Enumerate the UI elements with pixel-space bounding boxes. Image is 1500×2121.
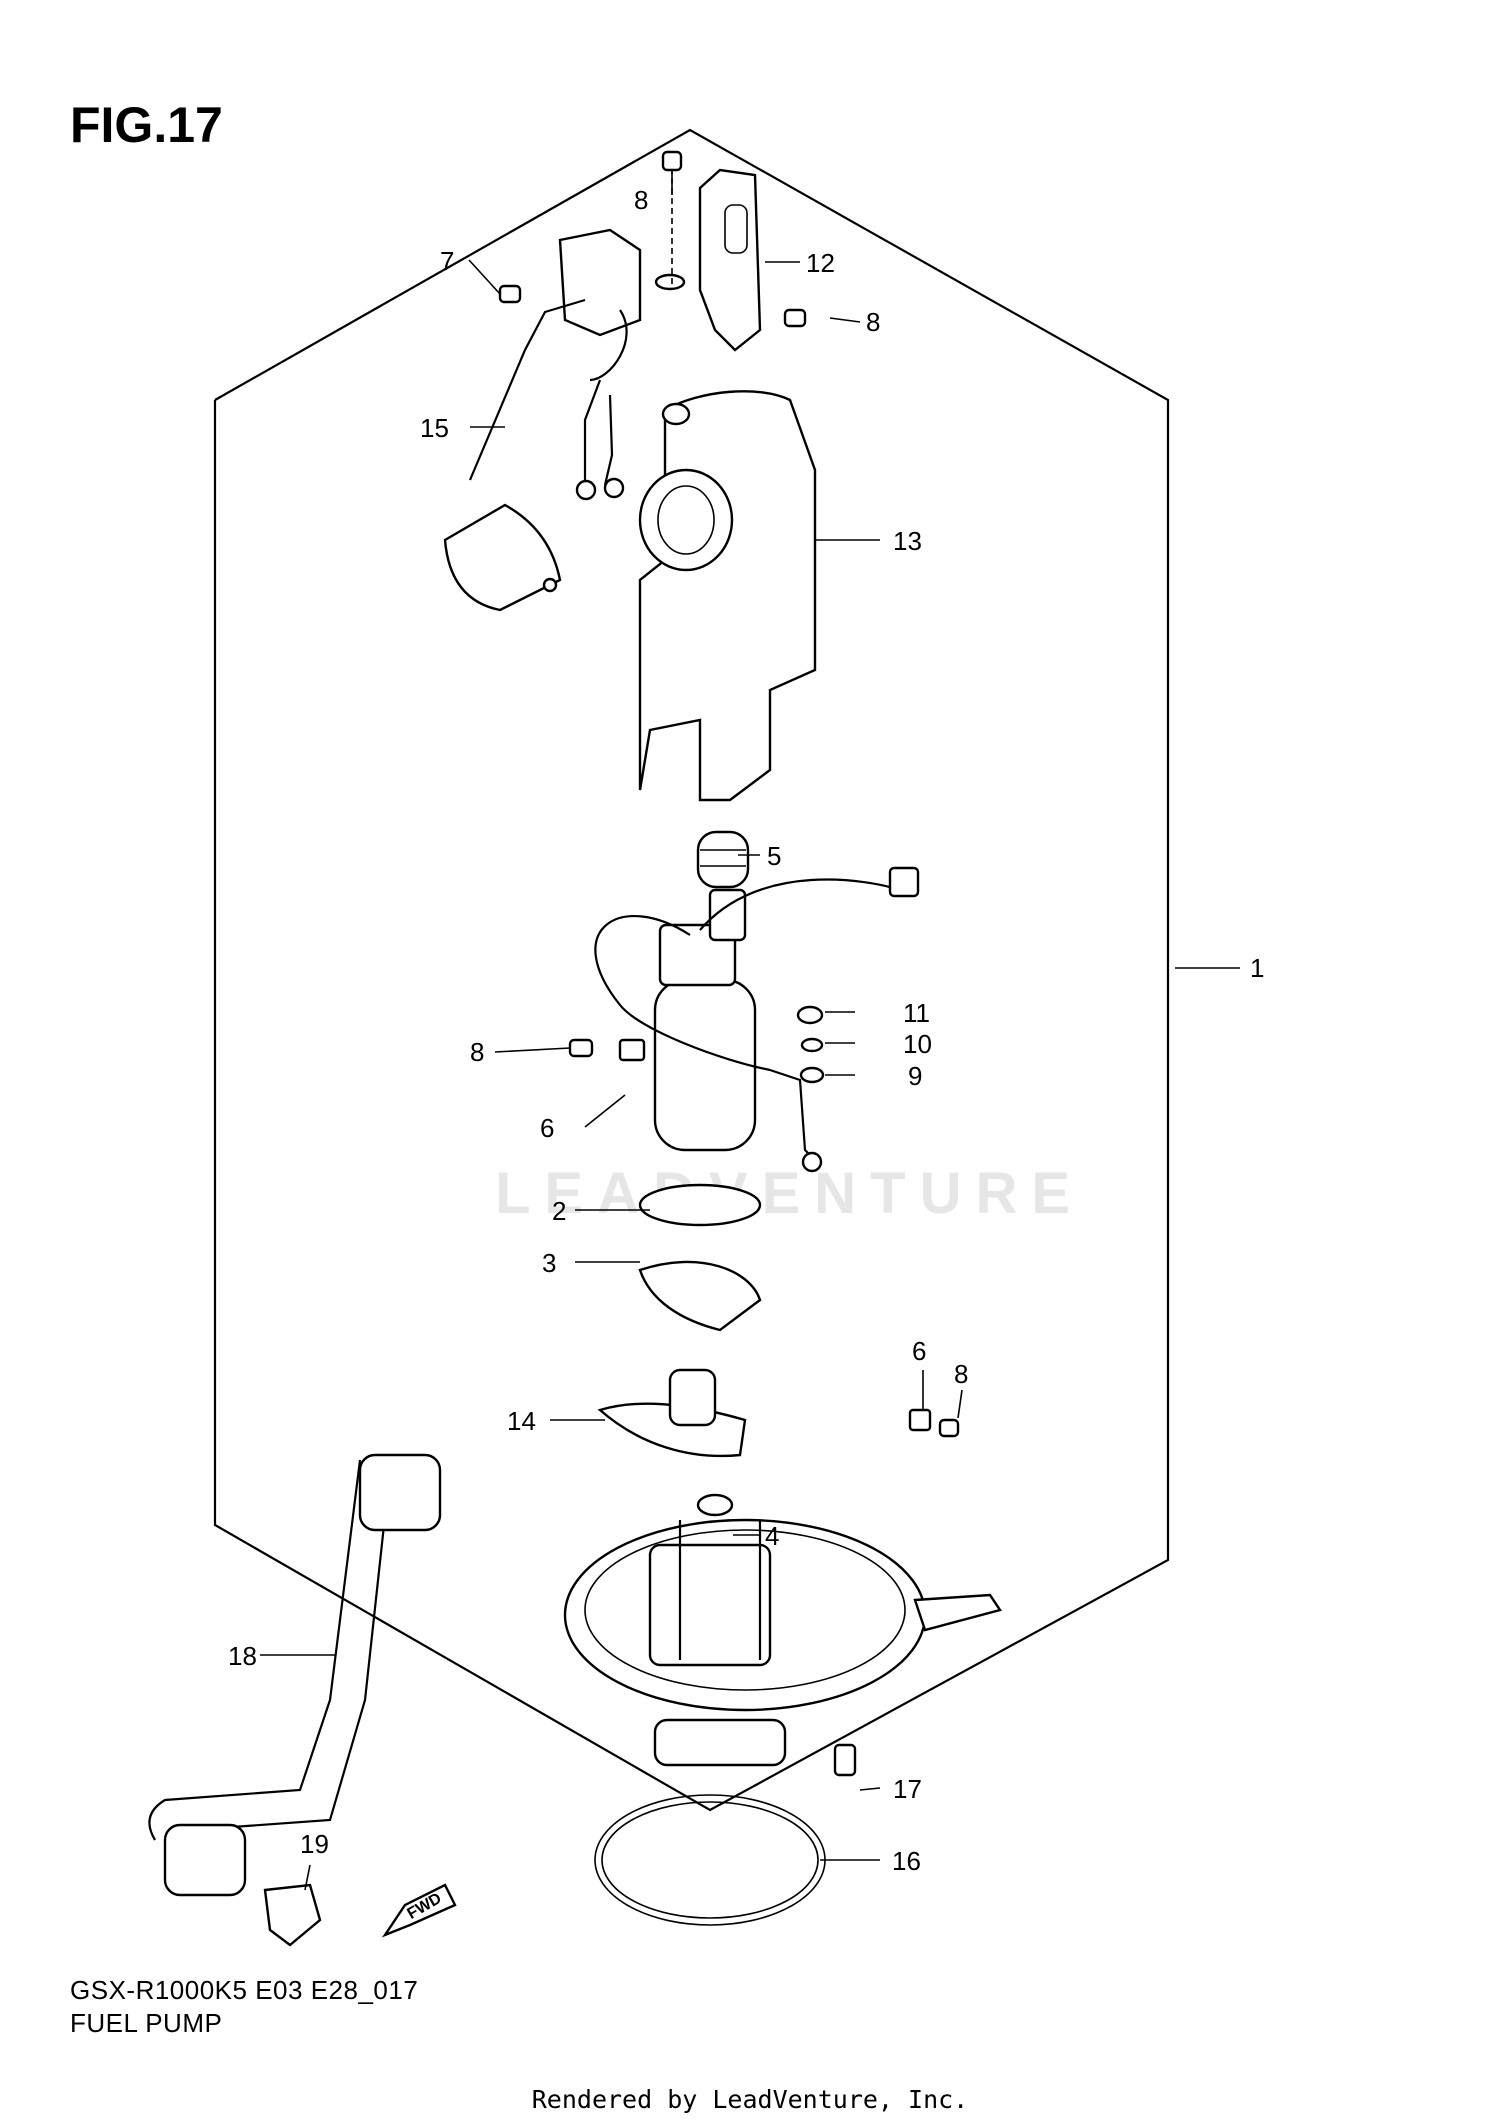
callout-11: 11 bbox=[903, 998, 930, 1028]
callout-4: 4 bbox=[765, 1521, 779, 1551]
callout-6-upper: 6 bbox=[540, 1113, 554, 1143]
holder-part-3 bbox=[638, 1260, 762, 1332]
fuel-level-sender-part-15 bbox=[443, 228, 642, 612]
callout-16: 16 bbox=[892, 1846, 921, 1876]
callout-3: 3 bbox=[542, 1248, 556, 1278]
callout-18: 18 bbox=[228, 1641, 257, 1671]
fuel-hose-part-18 bbox=[148, 1453, 442, 1897]
callout-8-lower: 8 bbox=[954, 1359, 968, 1389]
callout-17: 17 bbox=[893, 1774, 922, 1804]
callout-14: 14 bbox=[507, 1406, 536, 1436]
clamp-part-19 bbox=[263, 1883, 322, 1947]
filter-screen-part-14 bbox=[597, 1368, 747, 1458]
watermark-text: LEADVENTURE bbox=[495, 1161, 1085, 1226]
cushion-part-2 bbox=[638, 1183, 762, 1227]
callout-8-upper-right: 8 bbox=[866, 307, 880, 337]
callout-7: 7 bbox=[440, 246, 454, 276]
callout-1: 1 bbox=[1250, 953, 1264, 983]
pump-case-part-13 bbox=[638, 390, 817, 802]
callout-19: 19 bbox=[300, 1829, 329, 1859]
screw-part-7 bbox=[498, 284, 522, 304]
callout-9: 9 bbox=[908, 1061, 922, 1091]
callout-10: 10 bbox=[903, 1029, 932, 1059]
bolt-part-17 bbox=[833, 1743, 857, 1777]
callout-6-lower: 6 bbox=[912, 1336, 926, 1366]
pump-base-plate bbox=[563, 1518, 1002, 1767]
callout-12: 12 bbox=[806, 248, 835, 278]
screw-part-8-upper-right bbox=[783, 308, 807, 328]
model-code: GSX-R1000K5 E03 E28_017 bbox=[70, 1975, 419, 2005]
callout-2: 2 bbox=[552, 1196, 566, 1226]
callout-5: 5 bbox=[767, 841, 781, 871]
assembly-boundary bbox=[213, 128, 1170, 1812]
callout-8-top: 8 bbox=[634, 185, 648, 215]
callout-8-left: 8 bbox=[470, 1037, 484, 1067]
bracket-part-12 bbox=[654, 168, 762, 352]
figure-title: FIG.17 bbox=[70, 97, 223, 153]
nut-part-11 bbox=[796, 1005, 824, 1025]
filter-part-5 bbox=[696, 830, 750, 889]
callout-15: 15 bbox=[420, 413, 449, 443]
screw-part-8-left bbox=[568, 1038, 594, 1058]
fuel-pump-body bbox=[594, 866, 920, 1173]
gasket-part-16 bbox=[594, 1794, 826, 1926]
washer-part-10 bbox=[800, 1037, 824, 1053]
callout-13: 13 bbox=[893, 526, 922, 556]
forward-arrow-icon bbox=[381, 1883, 457, 1938]
leader-lines bbox=[260, 170, 1240, 1891]
stay-part-6-lower bbox=[908, 1408, 932, 1432]
stay-part-6 bbox=[618, 1038, 646, 1062]
render-credit: Rendered by LeadVenture, Inc. bbox=[531, 2085, 969, 2114]
washer-part-9 bbox=[799, 1066, 825, 1084]
diagram-name: FUEL PUMP bbox=[70, 2008, 223, 2038]
o-ring-part-4 bbox=[696, 1493, 734, 1517]
screw-part-8-lower bbox=[938, 1418, 960, 1438]
